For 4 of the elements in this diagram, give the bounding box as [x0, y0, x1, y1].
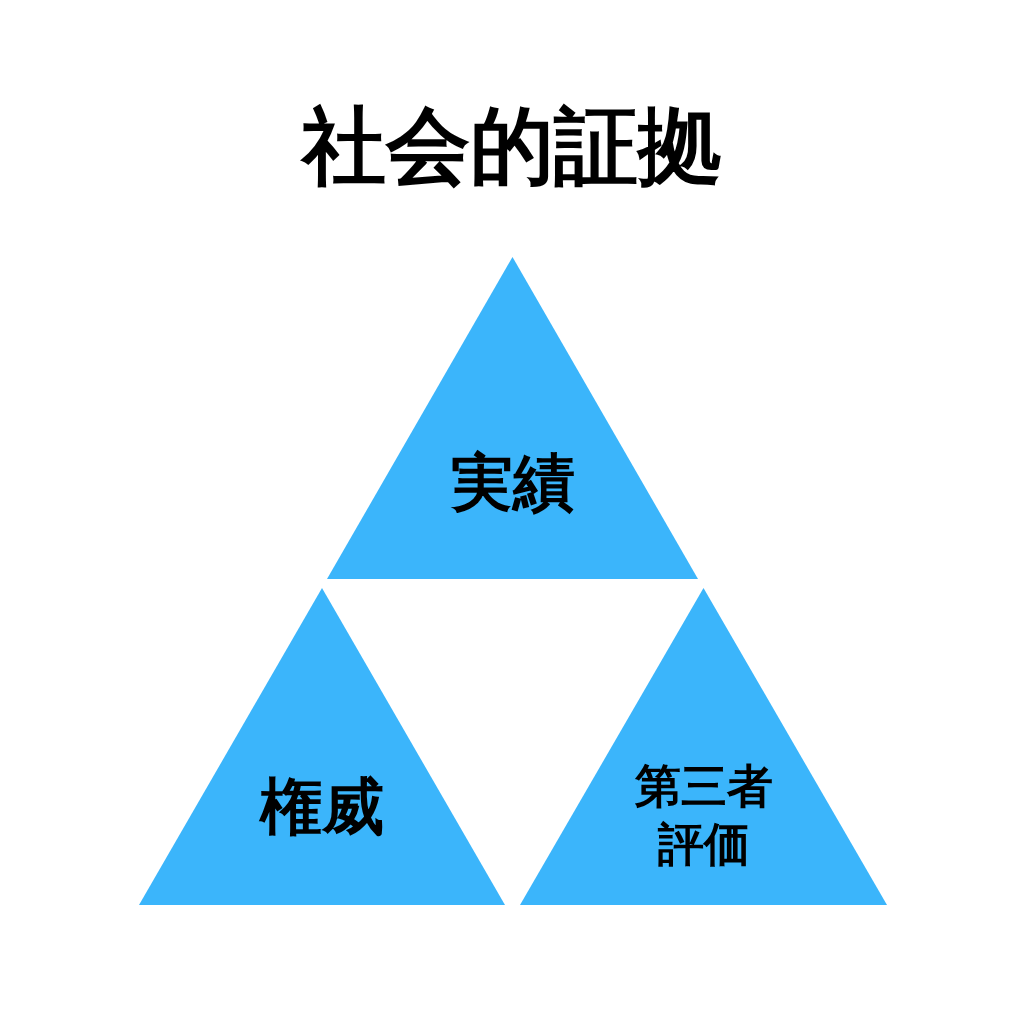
- triangle-label: 権威: [260, 768, 384, 845]
- triangle-label: 実績: [450, 444, 575, 521]
- triangle-label: 第三者評価: [633, 758, 774, 873]
- title: 社会的証拠: [299, 100, 723, 193]
